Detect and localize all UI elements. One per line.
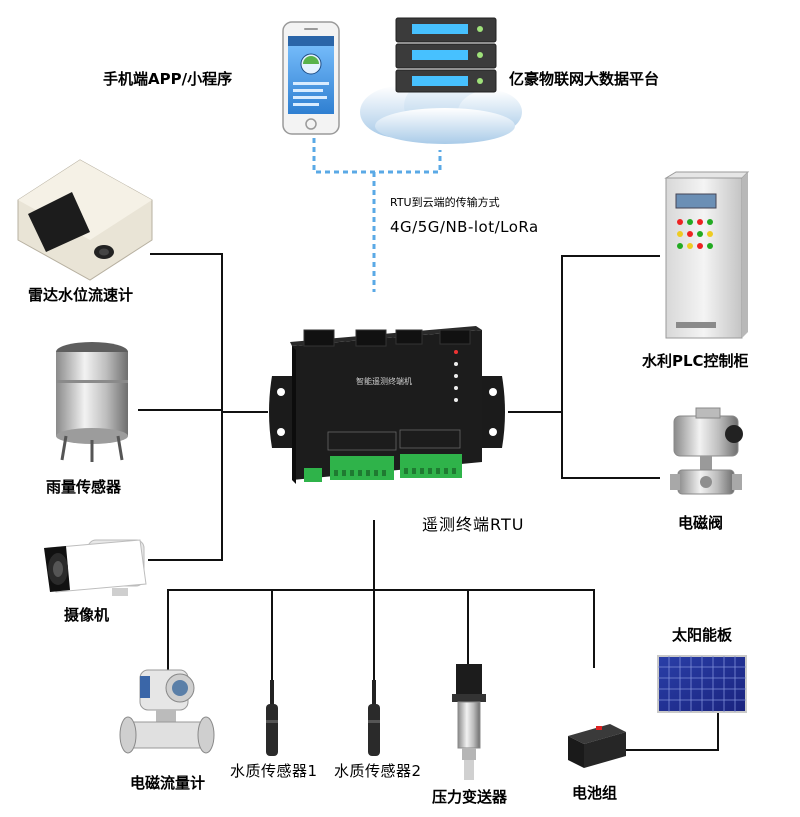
radar-sensor-icon: [17, 159, 153, 281]
rtu-face-text: 智能遥测终端机: [356, 376, 412, 386]
flowmeter-icon: [119, 669, 215, 754]
radar-label: 雷达水位流速计: [28, 286, 133, 304]
platform-label: 亿豪物联网大数据平台: [509, 70, 659, 88]
flowmeter-label: 电磁流量计: [130, 774, 205, 792]
rtu-label: 遥测终端RTU: [422, 515, 524, 534]
battery-icon: [568, 724, 626, 768]
solar-panel-icon: [657, 655, 747, 713]
cloud-server-icon: [360, 17, 522, 144]
cloud-link: [312, 138, 442, 292]
rain-gauge-label: 雨量传感器: [46, 478, 122, 496]
connection-wires: [138, 253, 719, 751]
battery-label: 电池组: [572, 784, 617, 802]
solenoid-valve-icon: [670, 407, 743, 495]
transmission-modes: 4G/5G/NB-lot/LoRa: [390, 218, 539, 236]
camera-label: 摄像机: [64, 606, 109, 624]
plc-label: 水利PLC控制柜: [642, 352, 749, 370]
plc-cabinet-icon: [664, 171, 750, 339]
valve-label: 电磁阀: [678, 514, 723, 532]
phone-icon: [282, 21, 340, 135]
transmission-title: RTU到云端的传输方式: [390, 195, 500, 209]
phone-label: 手机端APP/小程序: [103, 70, 232, 88]
water-quality-2-label: 水质传感器2: [334, 762, 422, 780]
pressure-transmitter-icon: [452, 664, 486, 780]
camera-icon: [44, 539, 147, 596]
water-quality-sensor-1-icon: [266, 680, 278, 756]
solar-label: 太阳能板: [672, 626, 733, 644]
water-quality-sensor-2-icon: [368, 680, 380, 756]
pressure-label: 压力变送器: [432, 788, 508, 806]
rain-gauge-icon: [56, 342, 128, 462]
water-quality-1-label: 水质传感器1: [230, 762, 318, 780]
rtu-device-icon: 智能遥测终端机: [269, 326, 505, 484]
